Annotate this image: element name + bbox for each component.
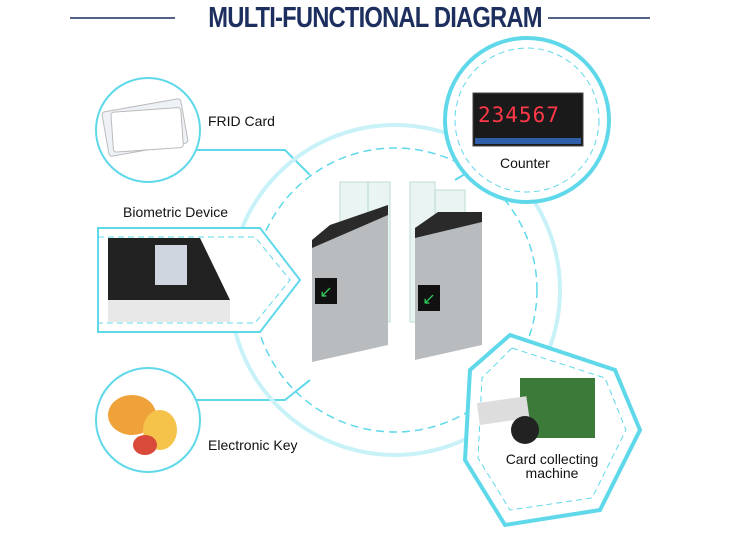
biometric-device-image	[108, 238, 230, 322]
card-collector-label: Card collecting machine	[505, 451, 599, 481]
svg-text:↙: ↙	[422, 291, 435, 308]
biometric-device-label: Biometric Device	[123, 204, 229, 220]
counter-device	[472, 92, 584, 147]
card-collector-image	[476, 378, 595, 444]
counter-label: Counter	[500, 155, 550, 171]
frid-card-label: FRID Card	[208, 113, 275, 129]
page-title: MULTI-FUNCTIONAL DIAGRAM	[208, 2, 542, 34]
electronic-key-label: Electronic Key	[208, 437, 298, 453]
svg-text:↙: ↙	[319, 284, 332, 301]
counter-display: 234567	[478, 103, 560, 127]
turnstile-gate-image: ↙ ↙	[312, 181, 482, 362]
frid-card-image	[101, 98, 189, 157]
electronic-key-image	[108, 395, 177, 455]
